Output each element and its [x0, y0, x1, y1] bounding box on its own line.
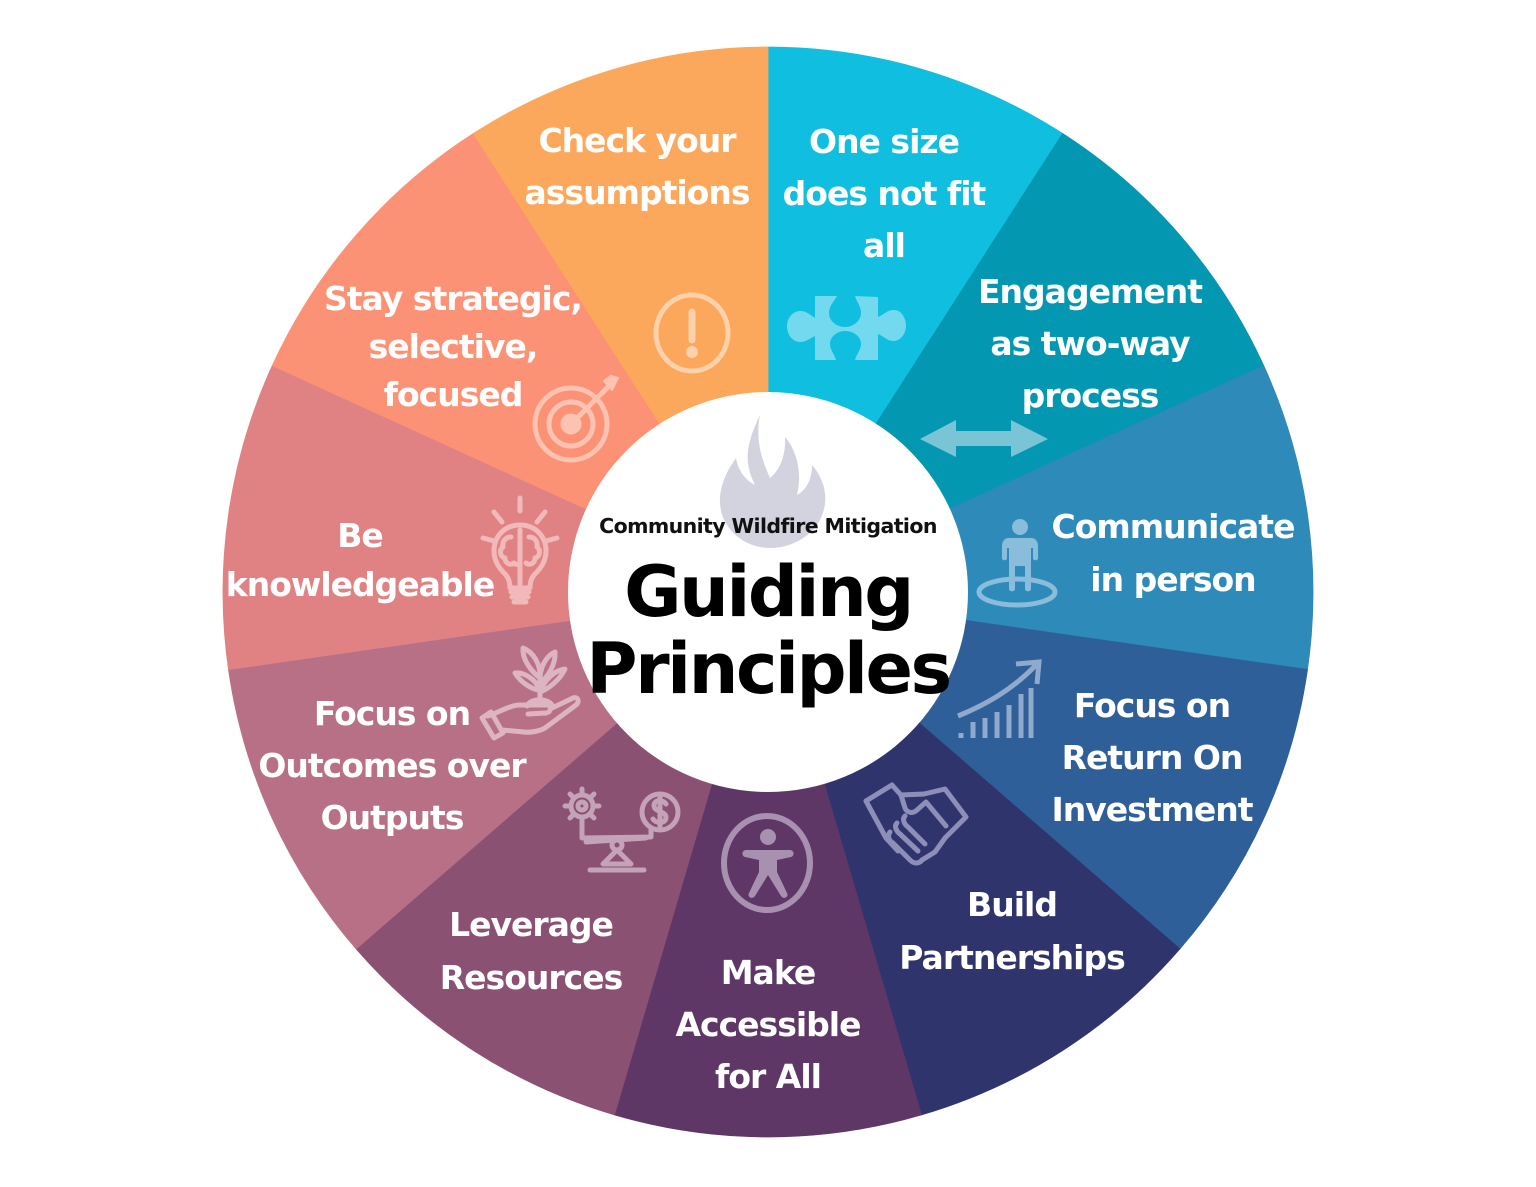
- label-line: for All: [715, 1057, 821, 1096]
- label-line: Outcomes over: [258, 746, 527, 785]
- label-roi: Focus on Return On Investment: [1051, 686, 1253, 829]
- hand-plant-icon: [479, 645, 581, 741]
- label-line: as two-way: [990, 324, 1190, 363]
- label-line: Partnerships: [899, 938, 1125, 977]
- label-line: Investment: [1051, 790, 1253, 829]
- center-subtitle: Community Wildfire Mitigation: [599, 514, 937, 538]
- label-line: Check your: [538, 121, 737, 160]
- lightbulb-brain-icon: [480, 495, 560, 605]
- center-circle: [568, 392, 968, 792]
- label-line: Stay strategic,: [324, 279, 582, 318]
- label-line: One size: [809, 122, 959, 161]
- flame-icon: [719, 415, 826, 548]
- center-title-line1: Guiding: [624, 551, 912, 633]
- label-line: process: [1022, 376, 1159, 415]
- label-line: Accessible: [676, 1005, 861, 1044]
- label-one-size: One size does not fit all: [783, 122, 987, 265]
- accessibility-icon: [721, 813, 813, 913]
- label-line: Leverage: [449, 905, 613, 944]
- label-engagement: Engagement as two-way process: [978, 272, 1203, 415]
- label-line: in person: [1090, 560, 1255, 599]
- label-line: Engagement: [978, 272, 1203, 311]
- label-line: knowledgeable: [226, 565, 495, 604]
- puzzle-piece-icon: [787, 296, 906, 360]
- label-assumptions: Check your assumptions: [525, 121, 750, 212]
- two-way-arrow-icon: [920, 420, 1048, 457]
- label-line: Be: [337, 516, 383, 555]
- exclamation-circle-icon: [653, 292, 731, 374]
- label-knowledgeable: Be knowledgeable: [226, 516, 495, 604]
- label-line: focused: [384, 375, 523, 414]
- center-title-line2: Principles: [586, 628, 949, 710]
- label-line: Communicate: [1052, 507, 1295, 546]
- label-line: assumptions: [525, 173, 750, 212]
- label-line: Make: [721, 953, 816, 992]
- label-line: Resources: [440, 958, 623, 997]
- label-strategic: Stay strategic, selective, focused: [324, 279, 582, 414]
- label-line: Outputs: [321, 798, 464, 837]
- handshake-icon: [863, 782, 969, 866]
- target-icon: [532, 375, 619, 463]
- label-line: Focus on: [314, 694, 470, 733]
- label-line: Build: [967, 885, 1057, 924]
- label-line: Return On: [1062, 738, 1243, 777]
- label-line: all: [863, 226, 905, 265]
- label-communicate: Communicate in person: [1052, 507, 1295, 599]
- segment-icons: [479, 292, 1058, 913]
- growth-chart-icon: [957, 659, 1042, 738]
- label-line: does not fit: [783, 174, 987, 213]
- label-line: selective,: [369, 327, 538, 366]
- label-line: Focus on: [1074, 686, 1230, 725]
- scale-gear-dollar-icon: [562, 786, 681, 873]
- center-badge: Community Wildfire Mitigation Guiding Pr…: [568, 392, 968, 792]
- person-standing-icon: [976, 519, 1058, 608]
